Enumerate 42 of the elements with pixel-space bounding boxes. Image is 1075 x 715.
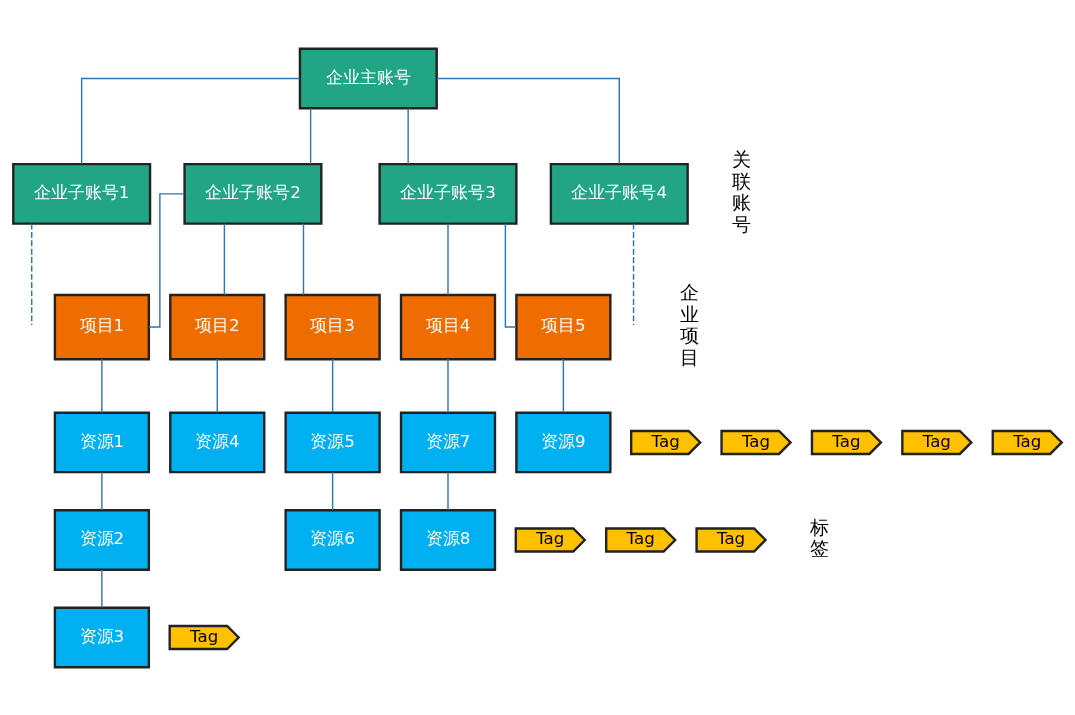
label: 企业项目 xyxy=(679,281,699,368)
connector xyxy=(632,222,635,326)
node-box: 资源8 xyxy=(399,508,497,571)
node-box: 资源5 xyxy=(284,411,381,473)
node-box: 资源2 xyxy=(53,508,151,571)
node-box: 资源7 xyxy=(399,411,497,473)
connector xyxy=(101,471,103,511)
node-box: 资源4 xyxy=(169,411,266,473)
connector xyxy=(407,107,409,165)
connector xyxy=(447,471,449,511)
connector xyxy=(447,222,449,296)
node-box: 企业子账号1 xyxy=(12,162,152,225)
node-box: 资源1 xyxy=(53,411,151,473)
node-box: 企业主账号 xyxy=(298,47,438,109)
label: 标签 xyxy=(809,516,829,559)
connector xyxy=(447,358,449,413)
connector xyxy=(562,358,565,413)
node-box: 企业子账号2 xyxy=(183,162,323,225)
connector xyxy=(216,358,218,413)
connector xyxy=(309,107,312,165)
node-box: 企业子账号3 xyxy=(378,162,518,225)
node-box: 项目1 xyxy=(53,293,151,360)
connector xyxy=(436,77,620,165)
node-box: 项目2 xyxy=(169,293,266,360)
connector xyxy=(504,222,517,328)
connector xyxy=(80,77,301,165)
node-box: 项目4 xyxy=(399,293,497,360)
connector xyxy=(101,358,103,413)
connector xyxy=(31,222,33,326)
connector xyxy=(331,358,334,413)
node-box: 项目5 xyxy=(515,293,612,360)
node-box: 资源3 xyxy=(53,606,151,668)
connector xyxy=(148,192,186,328)
node-box: 资源9 xyxy=(515,411,612,473)
connector xyxy=(331,471,334,511)
label: 关联账号 xyxy=(732,148,752,234)
connector xyxy=(101,568,103,608)
connector xyxy=(302,222,305,296)
node-box: 项目3 xyxy=(284,293,381,360)
node-box: 企业子账号4 xyxy=(549,162,689,225)
node-box: 资源6 xyxy=(284,508,381,571)
connector xyxy=(223,222,226,296)
